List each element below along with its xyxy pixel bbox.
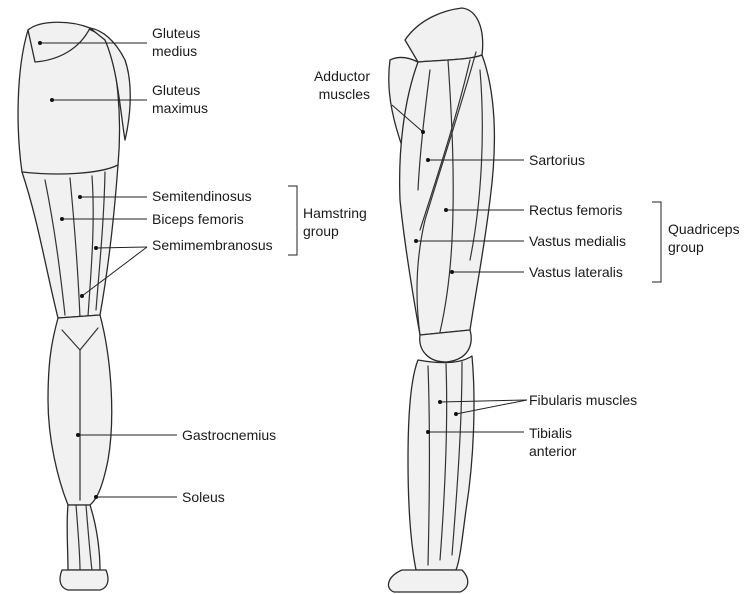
- label-fibularis-muscles: Fibularis muscles: [529, 391, 637, 409]
- label-gastrocnemius: Gastrocnemius: [182, 426, 276, 444]
- label-tibialis-anterior: Tibialis anterior: [529, 424, 576, 460]
- posterior-thigh-shape: [22, 165, 118, 318]
- anterior-pelvis-shape: [405, 8, 483, 62]
- posterior-leg-illustration: [18, 22, 130, 590]
- soleus-shape: [67, 505, 100, 570]
- label-semimembranosus: Semimembranosus: [152, 236, 273, 254]
- label-semitendinosus: Semitendinosus: [152, 187, 252, 205]
- label-hamstring-group: Hamstring group: [303, 204, 367, 240]
- anterior-foot-shape: [388, 570, 467, 592]
- posterior-heel-shape: [60, 570, 108, 590]
- label-adductor-muscles: Adductor muscles: [300, 67, 370, 103]
- label-rectus-femoris: Rectus femoris: [529, 201, 622, 219]
- label-sartorius: Sartorius: [529, 151, 585, 169]
- patella-shape: [420, 330, 471, 362]
- label-vastus-medialis: Vastus medialis: [529, 232, 626, 250]
- label-vastus-lateralis: Vastus lateralis: [529, 263, 623, 281]
- label-soleus: Soleus: [182, 488, 225, 506]
- anterior-leg-illustration: [388, 8, 494, 592]
- label-biceps-femoris: Biceps femoris: [152, 210, 244, 228]
- label-gluteus-medius: Gluteus medius: [152, 24, 200, 60]
- label-gluteus-maximus: Gluteus maximus: [152, 81, 208, 117]
- label-quadriceps-group: Quadriceps group: [668, 220, 740, 256]
